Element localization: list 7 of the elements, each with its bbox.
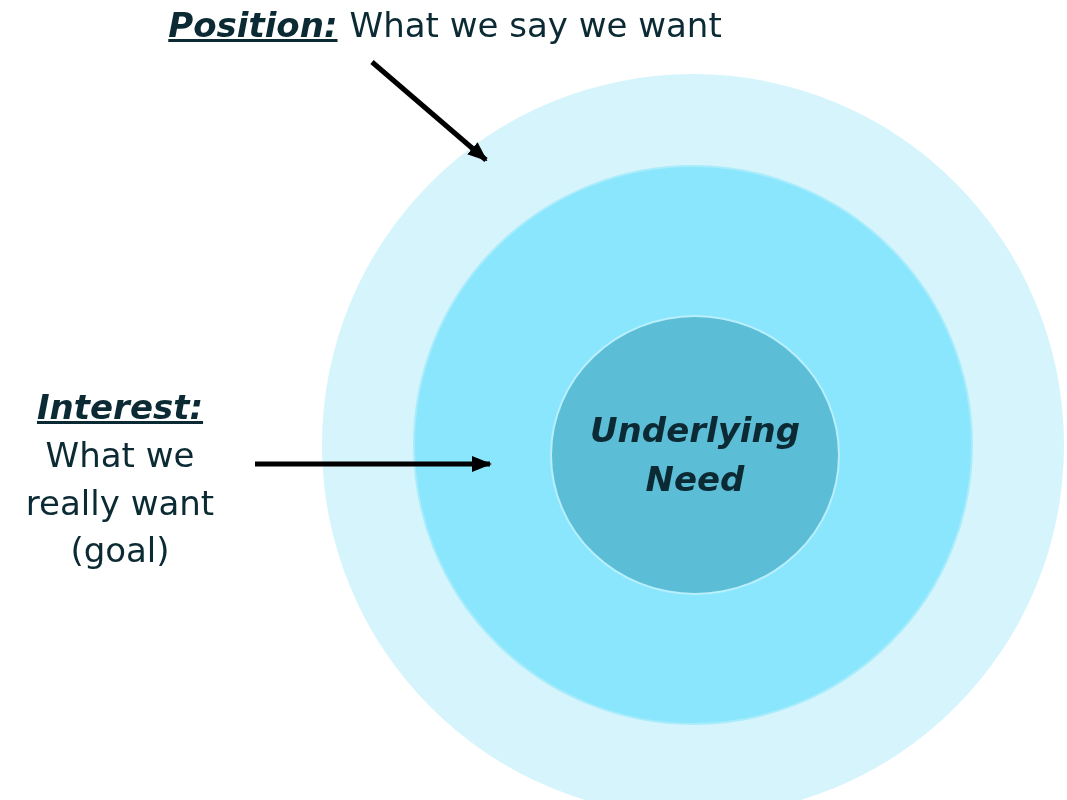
center-label: Underlying Need bbox=[589, 408, 801, 501]
heading: Interest: bbox=[36, 386, 204, 430]
heading: Position: bbox=[168, 4, 338, 47]
arrow bbox=[255, 456, 492, 472]
description: What we really want (goal) bbox=[24, 433, 216, 573]
arrow bbox=[370, 60, 488, 162]
description: What we say we want bbox=[349, 4, 722, 47]
